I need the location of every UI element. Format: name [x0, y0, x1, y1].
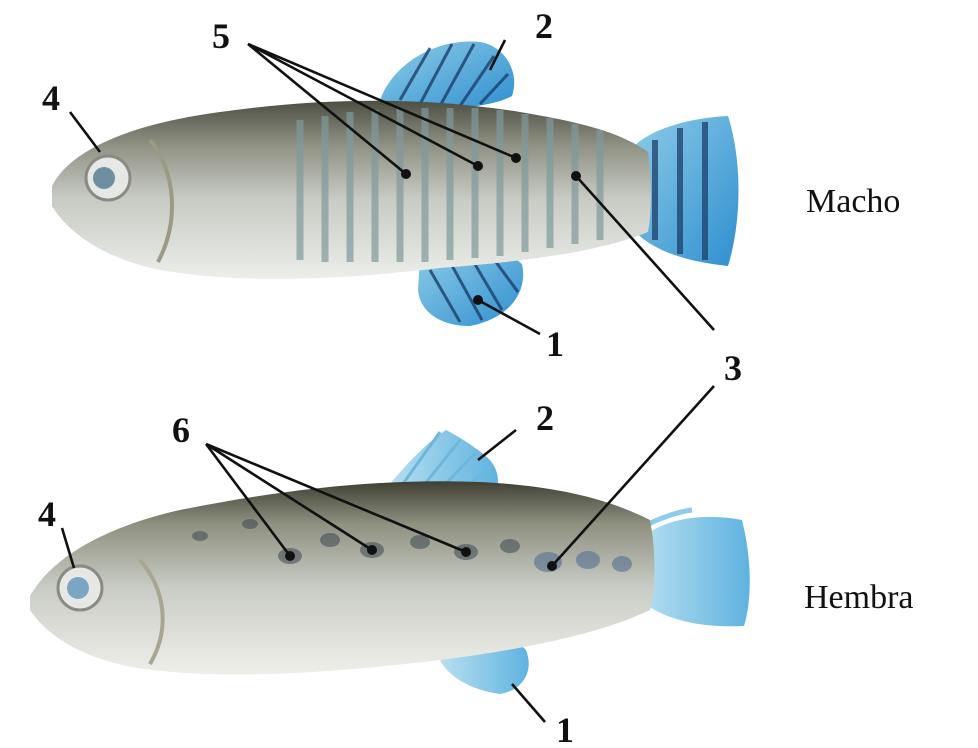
male-callout-bars: 5 — [212, 16, 230, 56]
female-callout-spots: 6 — [172, 410, 190, 450]
female-callout-anal-fin: 1 — [556, 710, 574, 748]
male-label: Macho — [806, 183, 900, 220]
female-fish — [30, 430, 750, 694]
male-eye-icon — [86, 156, 130, 200]
male-callout-eye: 4 — [42, 78, 60, 118]
female-callout-dorsal-fin: 2 — [536, 398, 554, 438]
female-label: Hembra — [804, 579, 914, 616]
female-body — [30, 481, 655, 674]
female-callout-eye: 4 — [38, 494, 56, 534]
female-caudal-fin — [640, 517, 750, 626]
male-fish — [52, 42, 739, 326]
male-callout-dorsal-fin: 2 — [535, 6, 553, 46]
female-eye-icon — [58, 566, 102, 610]
callout-caudal-spots: 3 — [724, 348, 742, 388]
male-callout-anal-fin: 1 — [546, 324, 564, 364]
